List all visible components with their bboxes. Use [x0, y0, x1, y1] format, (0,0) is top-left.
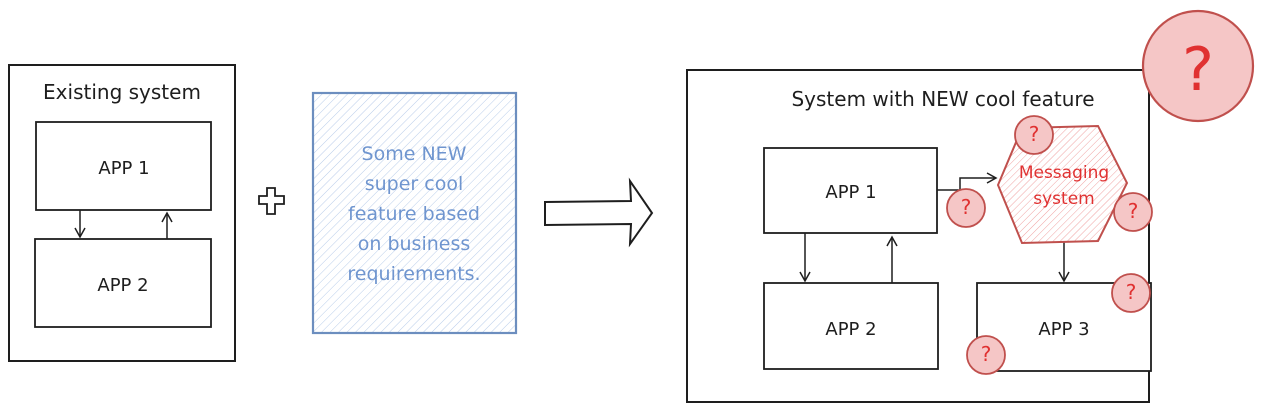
new-feature-frame: [311, 91, 518, 335]
existing-app2-box: [34, 238, 212, 328]
arrow-right-icon: [544, 177, 654, 248]
messaging-label-line-2: system: [1033, 189, 1094, 209]
question-mark-icon: ?: [1029, 122, 1040, 146]
question-badge: ?: [1113, 192, 1153, 232]
new-app1-box: [763, 147, 938, 234]
new-app1-label: APP 1: [825, 182, 876, 203]
question-mark-icon: ?: [981, 342, 992, 366]
question-mark-icon: ?: [1128, 199, 1139, 223]
arrow-up-icon: [161, 211, 173, 239]
new-app2-box: [763, 282, 939, 370]
feature-line-3: feature based: [348, 203, 480, 225]
existing-system-container: Existing system APP 1 APP 2: [8, 64, 236, 362]
question-badge: ?: [1111, 273, 1151, 313]
arrow-right-icon: [937, 172, 998, 191]
feature-line-2: super cool: [365, 173, 464, 195]
messaging-label-line-1: Messaging: [1019, 163, 1109, 183]
question-badge: ?: [946, 188, 986, 228]
new-system-container: System with NEW cool feature APP 1 APP 2…: [686, 9, 1255, 403]
existing-app1-label: APP 1: [98, 158, 149, 179]
plus-icon: [258, 187, 285, 215]
question-badge: ?: [966, 335, 1006, 375]
existing-system-title: Existing system: [43, 80, 201, 104]
feature-line-1: Some NEW: [362, 143, 467, 165]
question-badge: ?: [1014, 115, 1054, 155]
existing-app2-label: APP 2: [97, 275, 148, 296]
new-feature-card: Some NEW super cool feature based on bus…: [311, 91, 518, 335]
question-mark-icon: ?: [961, 195, 972, 219]
arrow-down-icon: [1058, 242, 1070, 283]
hexagon-shape: [996, 124, 1129, 245]
new-app2-label: APP 2: [825, 319, 876, 340]
new-app3-label: APP 3: [1038, 319, 1089, 340]
messaging-system-node: Messaging system: [996, 124, 1129, 245]
arrow-up-icon: [886, 235, 898, 283]
existing-system-frame: [8, 64, 236, 362]
question-mark-icon: ?: [1126, 280, 1137, 304]
new-system-frame: [686, 69, 1150, 403]
existing-app1-box: [35, 121, 212, 211]
arrow-down-icon: [799, 233, 811, 283]
feature-line-5: requirements.: [347, 263, 480, 285]
new-system-title: System with NEW cool feature: [791, 87, 1094, 111]
question-mark-icon: ?: [1182, 35, 1214, 105]
big-question-badge: ?: [1141, 9, 1255, 123]
feature-line-4: on business: [358, 233, 471, 255]
arrow-down-icon: [74, 210, 86, 239]
